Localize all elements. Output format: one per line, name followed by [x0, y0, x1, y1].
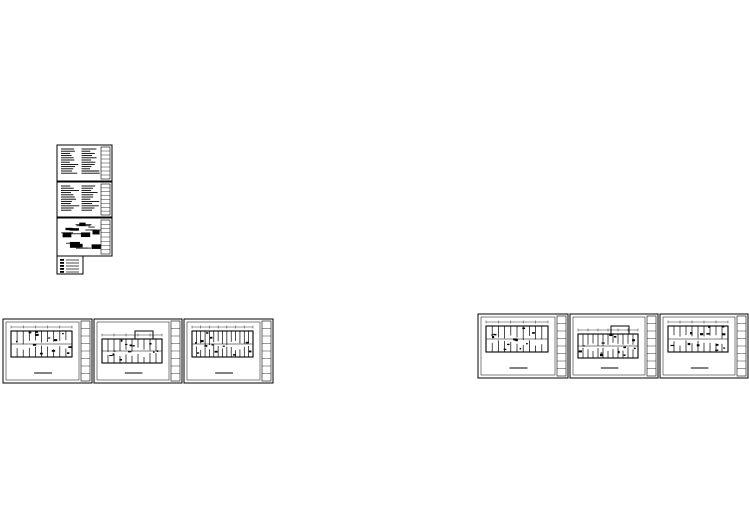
floor-plan-sheet-5	[569, 313, 659, 379]
legend-sheet	[56, 255, 84, 275]
floor-plan-sheet-6	[659, 313, 749, 379]
floor-plan-sheet-2	[93, 318, 183, 384]
notes-sheet-2	[56, 181, 113, 218]
sheets-layer	[2, 144, 749, 384]
notes-sheet-1	[56, 144, 113, 182]
floor-plan-sheet-4	[477, 313, 569, 379]
details-sheet	[56, 217, 113, 257]
floor-plan-sheet-3	[183, 318, 274, 384]
floor-plan-sheet-1	[2, 318, 93, 384]
